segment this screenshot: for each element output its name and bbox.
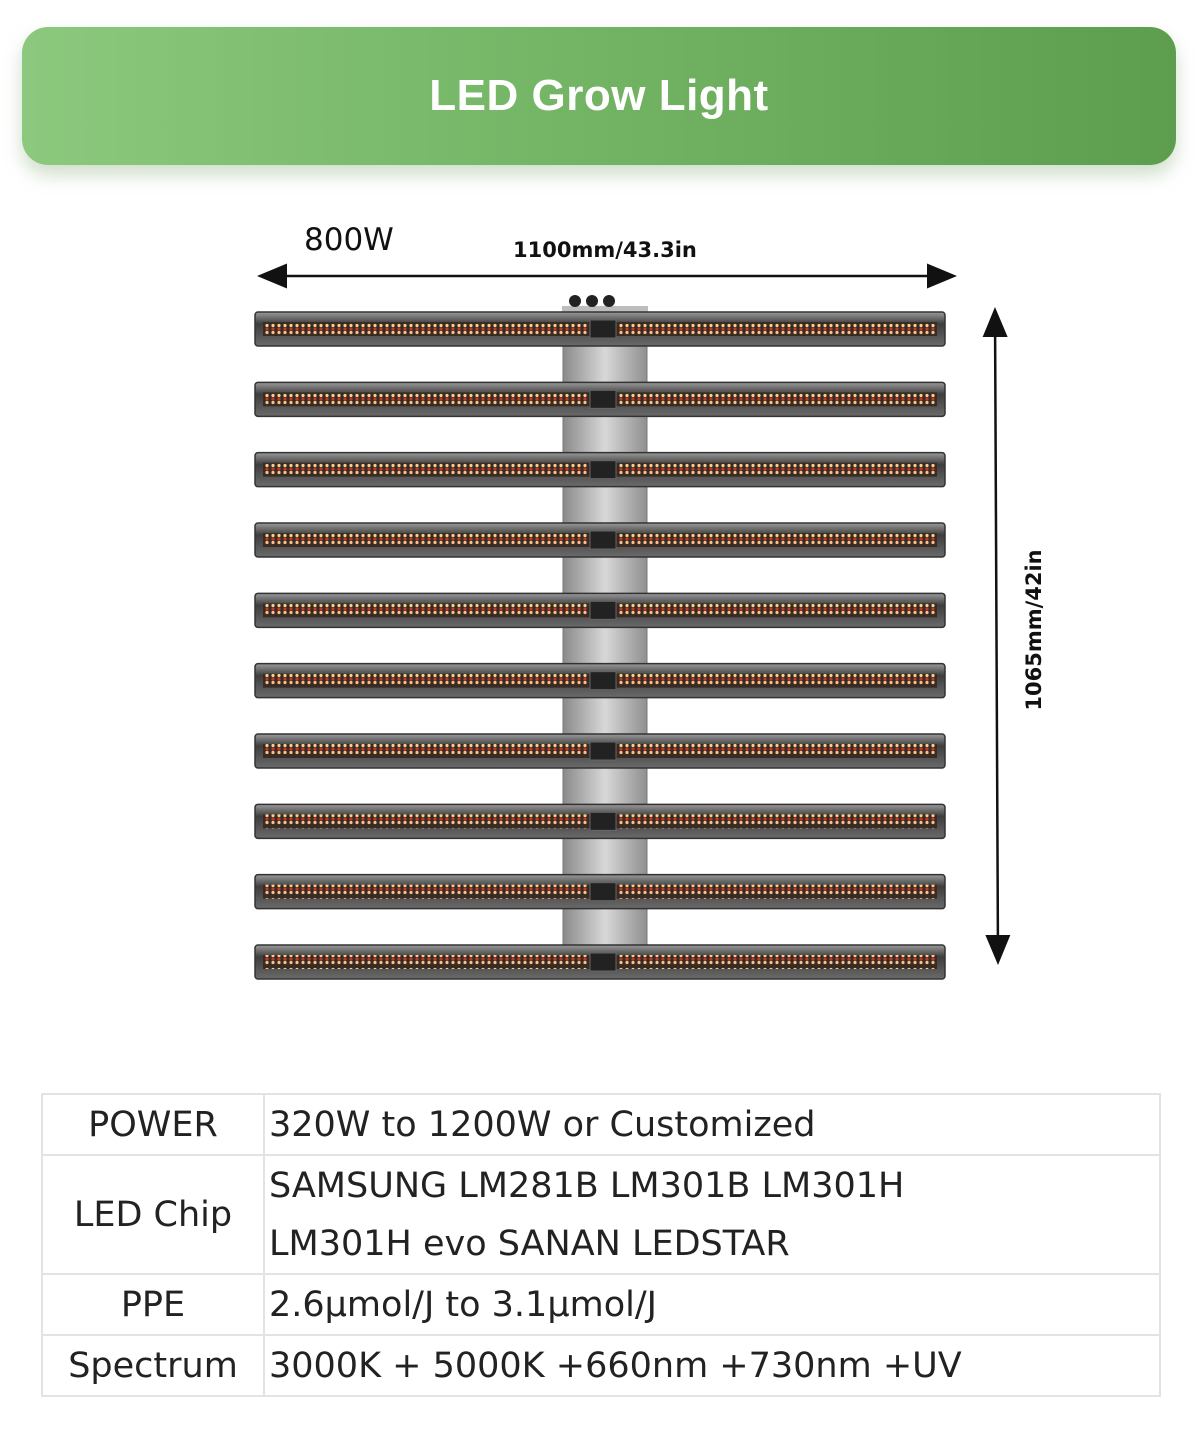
spec-label: LED Chip [41,1154,265,1275]
led-bars [254,311,946,980]
spec-value-line: LM301H evo SANAN LEDSTAR [269,1223,790,1264]
spec-value: SAMSUNG LM281B LM301B LM301H LM301H evo … [263,1154,1161,1275]
led-bar [254,381,946,418]
spec-value: 3000K + 5000K +660nm +730nm +UV [263,1334,1161,1397]
spec-label: Spectrum [41,1334,265,1397]
title-banner: LED Grow Light [22,27,1176,165]
led-bar [254,451,946,488]
spec-row-power: POWER 320W to 1200W or Customized [41,1093,1161,1156]
height-arrow [982,307,1011,965]
spec-label: POWER [41,1093,265,1156]
led-bar [254,522,946,558]
width-dimension-label: 1100mm/43.3in [513,238,697,262]
led-bar [254,944,946,980]
grow-light-fixture-illustration [254,263,1011,980]
wattage-label: 800W [304,222,394,258]
led-bar [254,873,946,910]
spec-label: PPE [41,1273,265,1336]
spec-value-line: 320W to 1200W or Customized [269,1104,816,1145]
driver-spine [562,311,648,965]
led-bar [254,803,946,840]
spec-row-led-chip: LED Chip SAMSUNG LM281B LM301B LM301H LM… [41,1154,1161,1275]
spec-row-ppe: PPE 2.6μmol/J to 3.1μmol/J [41,1273,1161,1336]
banner-title: LED Grow Light [429,71,769,120]
spec-value: 320W to 1200W or Customized [263,1093,1161,1156]
spec-row-spectrum: Spectrum 3000K + 5000K +660nm +730nm +UV [41,1334,1161,1397]
led-bar [254,662,946,699]
led-bar [254,733,946,769]
spec-value: 2.6μmol/J to 3.1μmol/J [263,1273,1161,1336]
spec-table: POWER 320W to 1200W or Customized LED Ch… [41,1093,1161,1397]
spec-value-line: SAMSUNG LM281B LM301B LM301H [269,1165,905,1206]
led-bar [254,592,946,629]
spec-value-line: 2.6μmol/J to 3.1μmol/J [269,1284,657,1325]
control-knobs [562,295,648,316]
led-bar [254,311,946,347]
spec-value-line: 3000K + 5000K +660nm +730nm +UV [269,1345,962,1386]
